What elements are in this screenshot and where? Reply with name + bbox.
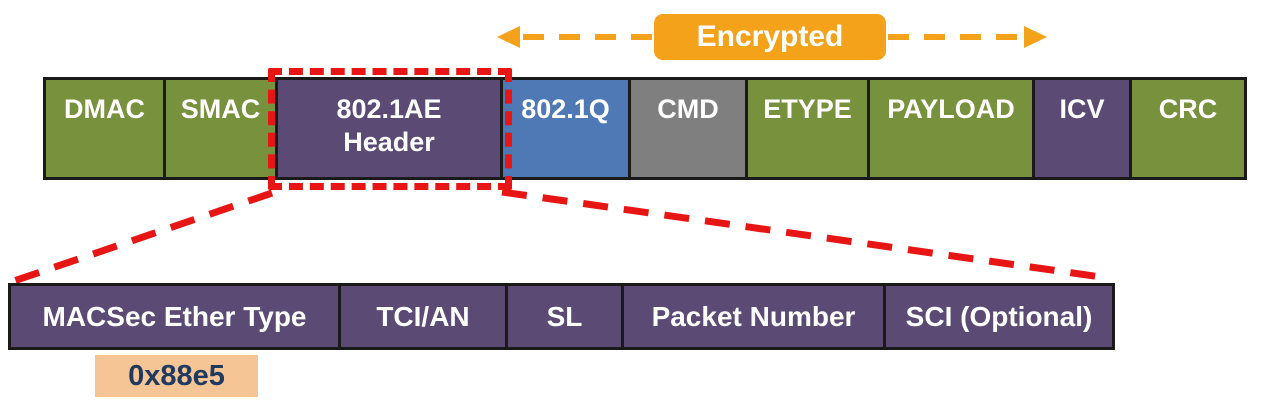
field-tci-an-label: TCI/AN: [376, 300, 470, 332]
field-sci-optional: SCI (Optional): [883, 283, 1115, 350]
field-smac-label: SMAC: [180, 94, 261, 124]
field-icv-label: ICV: [1059, 94, 1105, 124]
field-crc-label: CRC: [1158, 94, 1218, 124]
zoom-connector-right-line: [501, 188, 1109, 282]
encrypted-banner: Encrypted: [654, 14, 886, 60]
8021ae-highlight-box: [268, 68, 512, 190]
field-macsec-ether-type: MACSec Ether Type: [8, 283, 341, 350]
field-8021ae-header-label: 802.1AE Header: [336, 94, 442, 157]
field-cmd-label: CMD: [657, 94, 719, 124]
field-smac: SMAC: [163, 77, 278, 180]
field-dmac: DMAC: [43, 77, 166, 180]
field-8021ae-header: 802.1AE Header: [275, 77, 503, 180]
macsec-header-row: MACSec Ether Type TCI/AN SL Packet Numbe…: [8, 283, 1115, 350]
encrypted-range-left-arrow: [497, 26, 652, 48]
field-icv: ICV: [1032, 77, 1132, 180]
field-payload-label: PAYLOAD: [887, 94, 1015, 124]
field-sl-label: SL: [546, 300, 583, 332]
field-packet-number: Packet Number: [621, 283, 886, 350]
zoom-connector-left-line: [12, 189, 274, 285]
field-8021q: 802.1Q: [500, 77, 631, 180]
encrypted-range-right-arrow: [888, 26, 1047, 48]
ethertype-value-chip: 0x88e5: [95, 355, 258, 397]
field-tci-an: TCI/AN: [338, 283, 508, 350]
field-sl: SL: [505, 283, 624, 350]
field-etype-label: ETYPE: [763, 94, 852, 124]
field-8021q-label: 802.1Q: [521, 94, 610, 124]
field-etype: ETYPE: [745, 77, 870, 180]
field-crc: CRC: [1129, 77, 1247, 180]
field-dmac-label: DMAC: [64, 94, 145, 124]
frame-field-row: DMAC SMAC 802.1AE Header 802.1Q CMD ETYP…: [43, 77, 1247, 180]
field-packet-number-label: Packet Number: [651, 300, 856, 332]
field-cmd: CMD: [628, 77, 748, 180]
field-payload: PAYLOAD: [867, 77, 1035, 180]
field-sci-optional-label: SCI (Optional): [905, 300, 1093, 332]
field-macsec-ether-type-label: MACSec Ether Type: [42, 300, 307, 332]
